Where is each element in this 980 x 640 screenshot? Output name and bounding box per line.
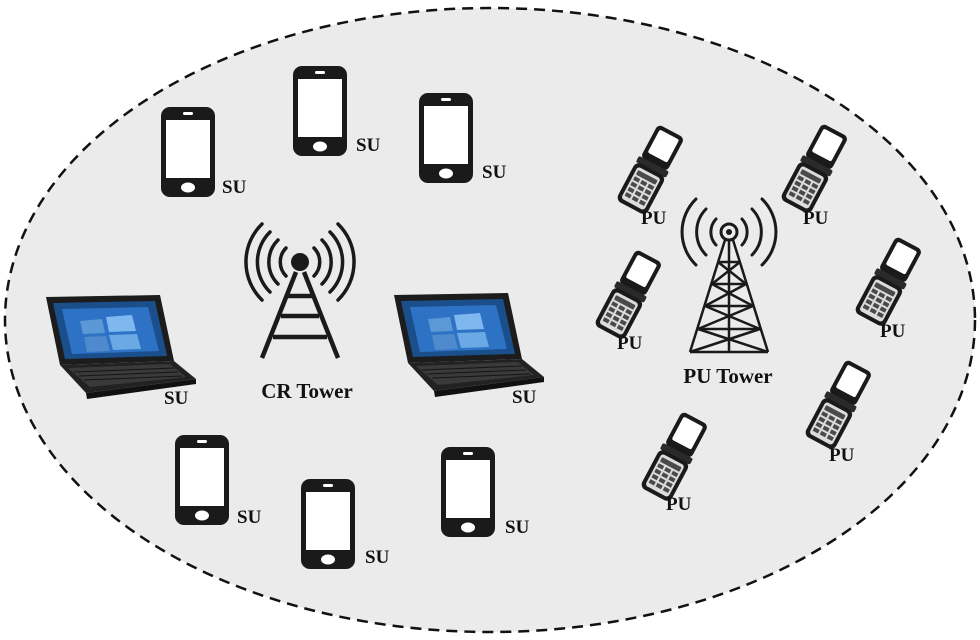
su-label: SU: [482, 162, 507, 183]
pu-device: PU: [853, 235, 925, 342]
cr-tower: CR Tower: [244, 222, 356, 403]
su-label: SU: [222, 177, 247, 198]
pu-label: PU: [803, 208, 829, 229]
su-device: SU: [419, 93, 507, 183]
smartphone-icon: [161, 107, 215, 197]
pu-label: PU: [641, 208, 667, 229]
pu-device: PU: [593, 248, 665, 354]
pu-device: PU: [779, 122, 851, 229]
smartphone-icon: [441, 447, 495, 537]
pu-tower: PU Tower: [680, 197, 778, 388]
su-label: SU: [512, 387, 537, 408]
pu-device: PU: [639, 410, 711, 515]
cr-tower-label: CR Tower: [261, 379, 353, 403]
smartphone-icon: [419, 93, 473, 183]
su-label: SU: [237, 507, 262, 528]
su-label: SU: [356, 135, 381, 156]
su-label: SU: [164, 388, 189, 409]
su-label: SU: [505, 517, 530, 538]
su-device: SU: [161, 107, 247, 198]
lattice-tower-icon: [680, 197, 778, 354]
pu-device: PU: [803, 358, 875, 466]
radio-tower-icon: [244, 222, 356, 359]
pu-label: PU: [617, 333, 643, 354]
smartphone-icon: [293, 66, 347, 156]
su-device: SU: [301, 479, 390, 569]
smartphone-icon: [175, 435, 229, 525]
pu-device: PU: [615, 123, 687, 229]
su-device: SU: [393, 292, 545, 408]
pu-label: PU: [880, 321, 906, 342]
su-device: SU: [441, 447, 530, 538]
pu-label: PU: [666, 494, 692, 515]
pu-tower-label: PU Tower: [683, 364, 772, 388]
su-device: SU: [175, 435, 262, 528]
pu-label: PU: [829, 445, 855, 466]
su-device: SU: [45, 294, 197, 409]
su-label: SU: [365, 547, 390, 568]
su-device: SU: [293, 66, 381, 156]
smartphone-icon: [301, 479, 355, 569]
